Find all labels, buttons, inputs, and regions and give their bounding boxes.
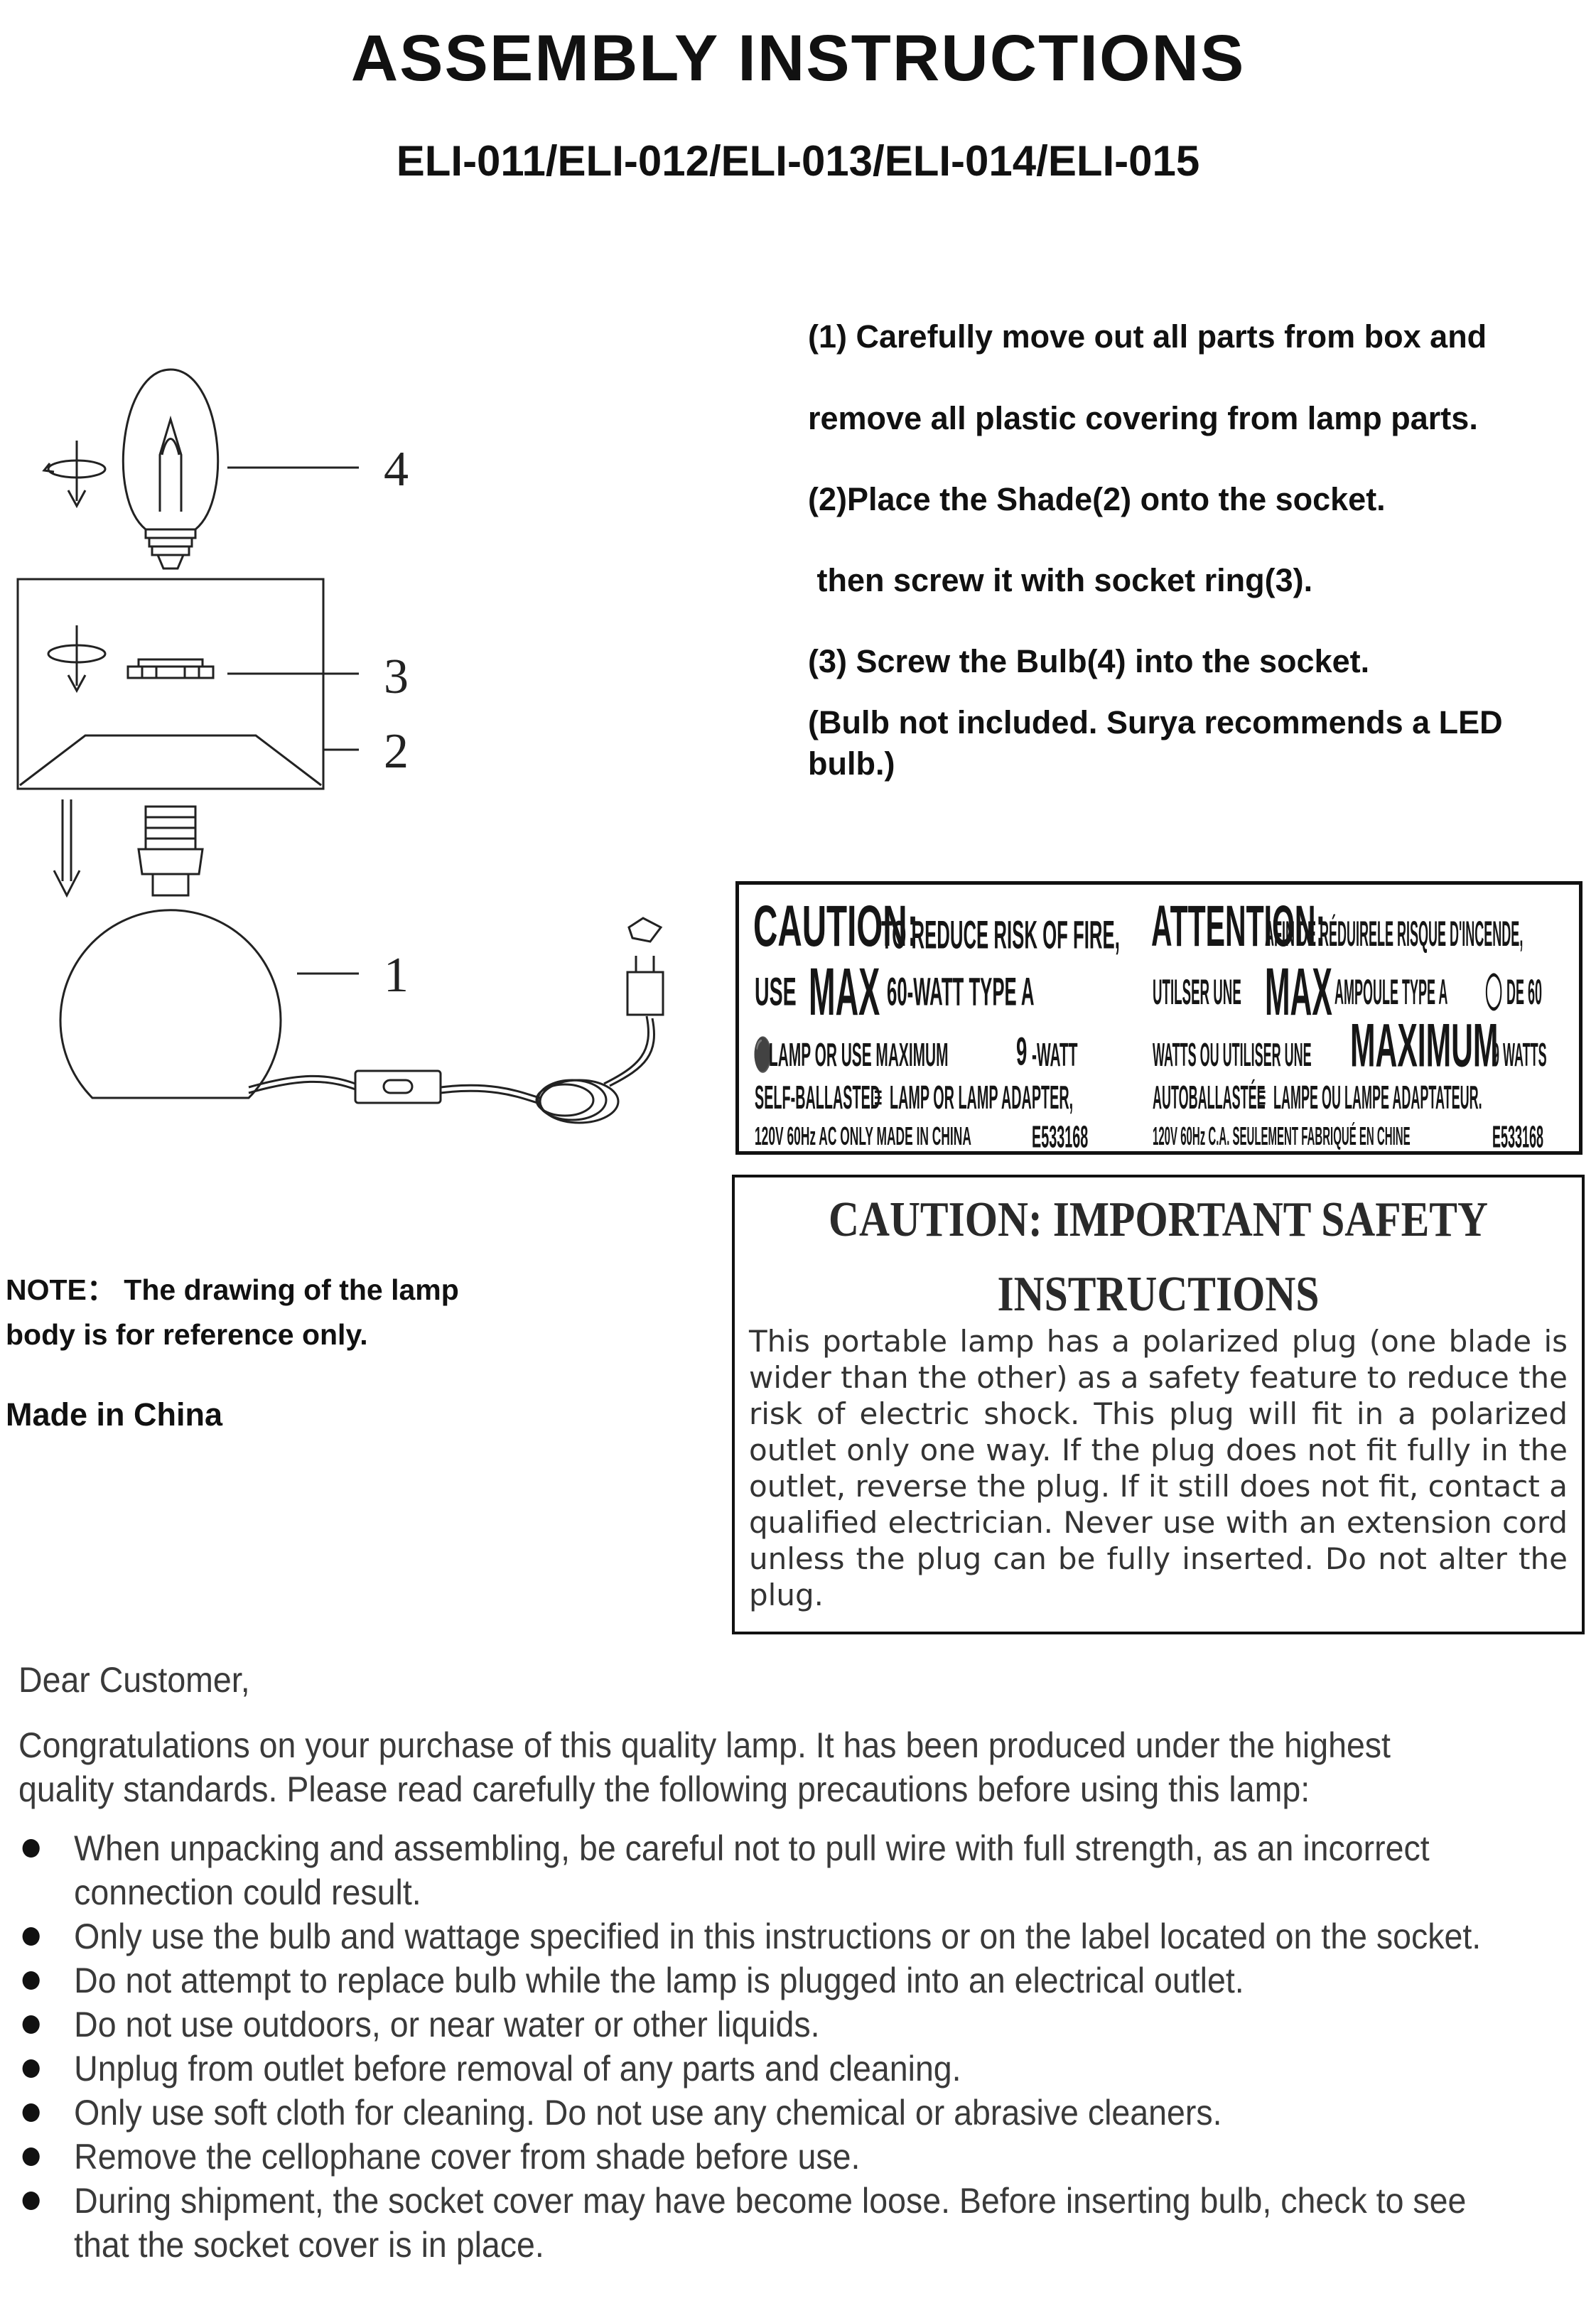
part-label-4: 4 — [384, 442, 409, 497]
part-label-3: 3 — [384, 650, 409, 704]
bulb-drawing — [122, 368, 220, 570]
shade-box — [16, 578, 325, 790]
caution-nine: 9 — [1016, 1029, 1028, 1074]
caution-use: USE — [755, 969, 797, 1014]
note-line-2: body is for reference only. — [6, 1318, 368, 1351]
caution-watt: -WATT — [1032, 1035, 1078, 1074]
fr-bulb-icon: ◯ — [1485, 969, 1503, 1010]
caution-label: CAUTION: TO REDUCE RISK OF FIRE, USE MAX… — [735, 881, 1582, 1155]
made-in-china: Made in China — [6, 1396, 223, 1433]
list-item-text: Unplug from outlet before removal of any… — [74, 2049, 961, 2088]
attention-line-4: AUTOBALLASTÉE — [1153, 1078, 1266, 1116]
lamp-exploded-diagram: 4 3 2 1 — [16, 368, 664, 1124]
list-item: During shipment, the socket cover may ha… — [18, 2179, 1512, 2267]
rotate-arrow-icon — [42, 441, 107, 509]
bullet-icon — [22, 1927, 40, 1946]
list-item-text: During shipment, the socket cover may ha… — [74, 2181, 1467, 2265]
note-line-1: NOTE： The drawing of the lamp — [6, 1273, 459, 1306]
caution-line-4b: LAMP OR LAMP ADAPTER, — [890, 1078, 1074, 1116]
precautions-list: When unpacking and assembling, be carefu… — [18, 1826, 1512, 2267]
caution-line-5: 120V 60Hz AC ONLY MADE IN CHINA — [755, 1123, 971, 1151]
list-item: Remove the cellophane cover from shade b… — [18, 2135, 1512, 2179]
attention-ampoule: AMPOULE TYPE A — [1335, 971, 1448, 1013]
caution-line-3: LAMP OR USE MAXIMUM — [769, 1035, 949, 1074]
bullet-icon — [22, 2015, 40, 2034]
list-item: Only use the bulb and wattage specified … — [18, 1914, 1512, 1958]
down-arrow-icon — [53, 799, 81, 898]
part-label-1: 1 — [384, 948, 409, 1003]
attention-line-5: 120V 60Hz C.A. SEULEMENT FABRIQUÉ EN CHI… — [1153, 1123, 1411, 1151]
attention-max: MAX — [1265, 955, 1332, 1030]
caution-code: E533168 — [1032, 1119, 1089, 1155]
step-3-line-2: (Bulb not included. Surya recommends a L… — [808, 704, 1503, 740]
attention-code: E533168 — [1492, 1119, 1544, 1155]
list-item: Do not use outdoors, or near water or ot… — [18, 2003, 1512, 2047]
page-title: ASSEMBLY INSTRUCTIONS — [350, 22, 1246, 95]
model-numbers: ELI-011/ELI-012/ELI-013/ELI-014/ELI-015 — [396, 137, 1200, 185]
caution-line-4: SELF-BALLASTED — [755, 1078, 881, 1116]
caution-max: MAX — [809, 955, 880, 1030]
intro-paragraph: Congratulations on your purchase of this… — [18, 1725, 1391, 1809]
list-item-text: Do not use outdoors, or near water or ot… — [74, 2005, 820, 2044]
caution-line-1: TO REDUCE RISK OF FIRE, — [881, 912, 1120, 957]
step-1-line-2: remove all plastic covering from lamp pa… — [808, 400, 1478, 436]
ring-rotate-arrow-icon — [47, 625, 107, 694]
list-item-text: Only use soft cloth for cleaning. Do not… — [74, 2093, 1222, 2133]
cfl-icon: ≡ — [874, 1078, 883, 1116]
socket-ring-drawing — [126, 658, 215, 679]
bullet-icon — [22, 2192, 40, 2210]
part-label-2: 2 — [384, 724, 409, 779]
list-item: When unpacking and assembling, be carefu… — [18, 1826, 1512, 1914]
safety-body-text: This portable lamp has a polarized plug … — [749, 1324, 1568, 1612]
bullet-icon — [22, 1971, 40, 1990]
safety-instructions-box: CAUTION: IMPORTANT SAFETY INSTRUCTIONS T… — [732, 1175, 1585, 1634]
step-2-line-1: (2)Place the Shade(2) onto the socket. — [808, 481, 1386, 517]
bullet-icon — [22, 2147, 40, 2166]
plug-drawing — [626, 971, 664, 1016]
attention-maximum: MAXIMUM — [1350, 1012, 1499, 1080]
step-3-line-3: bulb.) — [808, 745, 895, 782]
attention-line-4b: LAMPE OU LAMPE ADAPTATEUR. — [1273, 1078, 1482, 1116]
attention-de60: DE 60 — [1506, 971, 1543, 1013]
bullet-icon — [22, 2059, 40, 2078]
bullet-icon — [22, 1839, 40, 1858]
step-3-line-1: (3) Screw the Bulb(4) into the socket. — [808, 643, 1370, 679]
caution-type: 60-WATT TYPE A — [887, 969, 1035, 1014]
greeting: Dear Customer, — [18, 1660, 250, 1700]
lamp-body-drawing — [59, 909, 282, 1099]
list-item-text: Do not attempt to replace bulb while the… — [74, 1961, 1244, 2000]
list-item: Do not attempt to replace bulb while the… — [18, 1958, 1512, 2003]
attention-line-1: AFIN DE RÉDUIRELE RISQUE D'INCENDE, — [1265, 913, 1524, 954]
fr-cfl-icon: ≡ — [1258, 1078, 1266, 1116]
step-2-line-2: then screw it with socket ring(3). — [808, 562, 1313, 598]
attention-watts: WATTS OU UTILISER UNE — [1153, 1035, 1312, 1074]
list-item-text: Only use the bulb and wattage specified … — [74, 1917, 1482, 1956]
list-item: Unplug from outlet before removal of any… — [18, 2047, 1512, 2091]
shade-drawing — [19, 734, 322, 787]
step-1-line-1: (1) Carefully move out all parts from bo… — [808, 318, 1487, 355]
bullet-icon — [22, 2103, 40, 2122]
socket-drawing — [137, 805, 204, 897]
safety-heading-2: INSTRUCTIONS — [997, 1267, 1320, 1322]
attention-utiliser: UTILSER UNE — [1153, 971, 1241, 1013]
attention-nine-watts: 9 WATTS — [1492, 1035, 1547, 1074]
caution-word: CAUTION: — [753, 894, 919, 959]
list-item-text: When unpacking and assembling, be carefu… — [74, 1828, 1430, 1912]
list-item: Only use soft cloth for cleaning. Do not… — [18, 2091, 1512, 2135]
safety-heading-1: CAUTION: IMPORTANT SAFETY — [829, 1192, 1488, 1247]
bulb-icon: ⚫ — [753, 1035, 772, 1074]
attention-word: ATTENTION: — [1151, 894, 1326, 959]
inline-switch — [354, 1069, 442, 1104]
list-item-text: Remove the cellophane cover from shade b… — [74, 2137, 861, 2177]
